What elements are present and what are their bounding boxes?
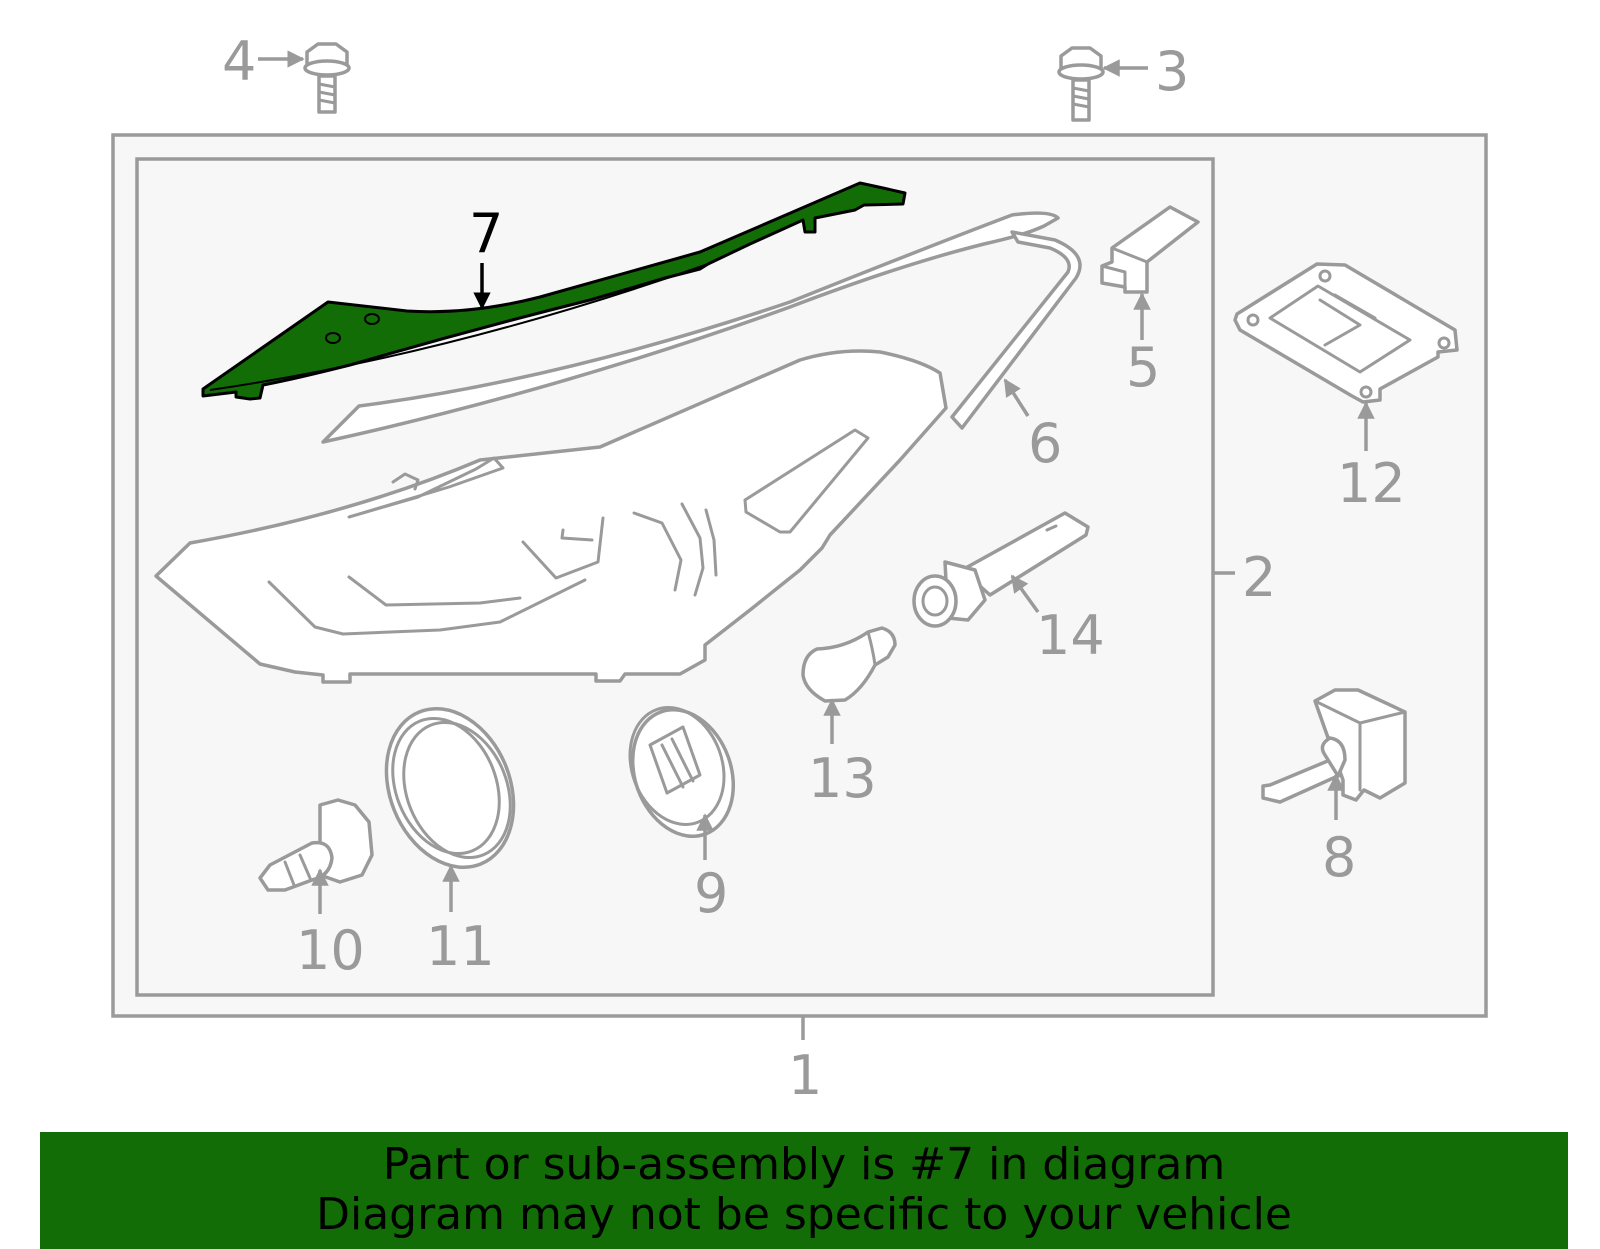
bolt-part-3[interactable] (1057, 46, 1105, 122)
callout-7: 7 (469, 202, 503, 265)
callout-6: 6 (1028, 412, 1062, 475)
callout-13: 13 (808, 747, 877, 810)
bolt-part-4[interactable] (303, 42, 351, 114)
callout-8: 8 (1322, 826, 1356, 889)
bulb-socket-part-14[interactable] (912, 511, 1090, 628)
callout-9: 9 (694, 862, 728, 925)
headlamp-housing[interactable] (154, 349, 948, 684)
callout-11: 11 (426, 915, 495, 978)
callout-4: 4 (222, 30, 256, 93)
banner-line-2: Diagram may not be specific to your vehi… (316, 1189, 1292, 1240)
ballast-part-12[interactable] (1233, 262, 1459, 404)
part-info-banner: Part or sub-assembly is #7 in diagram Di… (40, 1132, 1568, 1249)
callout-3: 3 (1155, 40, 1189, 103)
callout-14: 14 (1036, 604, 1105, 667)
lens-seal-part-6[interactable] (321, 211, 1082, 444)
callout-5: 5 (1126, 336, 1160, 399)
socket-part-5[interactable] (1100, 205, 1200, 294)
retaining-ring-part-11[interactable] (364, 689, 537, 886)
callout-1: 1 (788, 1044, 822, 1107)
bulb-part-13[interactable] (801, 626, 897, 703)
callout-12: 12 (1337, 452, 1406, 515)
callout-10: 10 (296, 919, 365, 982)
callout-2: 2 (1242, 546, 1276, 609)
trim-molding-part-7[interactable] (201, 181, 907, 401)
banner-line-1: Part or sub-assembly is #7 in diagram (382, 1139, 1226, 1190)
